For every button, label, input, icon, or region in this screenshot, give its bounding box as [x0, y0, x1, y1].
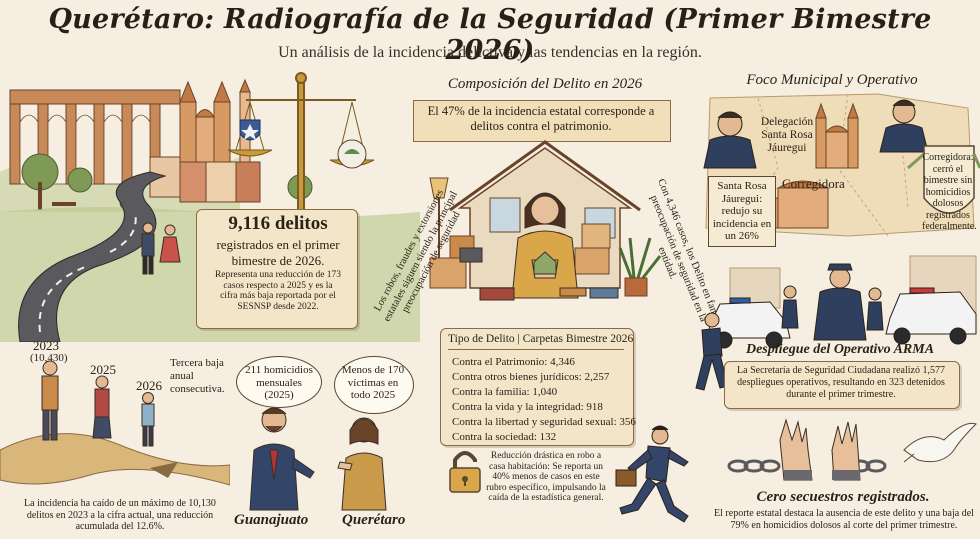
operativo-text: La Secretaría de Seguridad Ciudadana rea… — [737, 365, 945, 400]
crime-table-divider — [448, 349, 624, 350]
municipal-map-illustration — [703, 93, 980, 237]
crime-table-header: Tipo de Delito | Carpetas Bimestre 2026 — [448, 333, 634, 345]
value-2023-label: (10,430) — [30, 352, 68, 364]
table-row: Contra la vida y la integridad: 918 — [452, 401, 603, 413]
municipal-heading: Foco Municipal y Operativo — [746, 72, 918, 88]
patrimony-banner — [413, 100, 671, 142]
queretaro-speech-bubble — [334, 356, 414, 414]
delegacion-label: Delegación Santa Rosa Jáuregui — [760, 116, 814, 154]
secuestros-text: El reporte estatal destaca la ausencia d… — [714, 508, 974, 531]
broken-chains-dove-illustration — [727, 418, 977, 481]
page-subtitle: Un análisis de la incidencia delictiva y… — [278, 44, 702, 61]
table-row: Contra el Patrimonio: 4,346 — [452, 356, 575, 368]
padlock-icon — [449, 451, 481, 493]
trend-note: La incidencia ha caído de un máximo de 1… — [24, 498, 216, 532]
third-drop-label: Tercera baja anual consecutiva. — [170, 357, 225, 395]
table-row: Contra la familia: 1,040 — [452, 386, 558, 398]
robbery-note: Reducción drástica en robo a casa habita… — [486, 451, 606, 504]
page-title: Querétaro: Radiografía de la Seguridad (… — [48, 4, 932, 66]
year-2023-label: 2023 — [33, 338, 59, 353]
total-crimes-number: 9,116 delitos — [228, 213, 328, 234]
secuestros-title: Cero secuestros registrados. — [756, 489, 930, 505]
patrimony-banner-text: El 47% de la incidencia estatal correspo… — [427, 104, 655, 133]
guanajuato-bubble-text: 211 homicidios mensuales (2025) — [245, 364, 313, 401]
table-row: Contra la libertad y seguridad sexual: 3… — [452, 416, 636, 428]
operativo-scroll — [724, 361, 960, 409]
table-row: Contra la sociedad: 132 — [452, 431, 557, 443]
composition-heading: Composición del Delito en 2026 — [447, 76, 643, 92]
total-crimes-scroll — [196, 209, 358, 329]
corregidora-shield-text: Corregidora: cerró el bimestre sin homic… — [922, 152, 977, 232]
total-crimes-note: Representa una reducción de 173 casos re… — [214, 270, 342, 312]
house-woman-illustration — [429, 140, 662, 301]
total-crimes-line2: registrados en el primer — [216, 237, 340, 252]
crime-type-table — [440, 328, 634, 446]
comparison-people-illustration — [249, 407, 387, 511]
corregidora-label: Corregidora — [782, 176, 845, 191]
operativo-title: Despliegue del Operativo ARMA — [745, 342, 935, 357]
running-thief-illustration — [615, 425, 689, 523]
total-crimes-line3: bimestre de 2026. — [231, 253, 325, 268]
queretaro-label: Querétaro — [342, 512, 406, 528]
police-operation-illustration — [695, 255, 977, 391]
year-2025-label: 2025 — [90, 362, 116, 377]
table-row: Contra otros bienes jurídicos: 2,257 — [452, 371, 610, 383]
guanajuato-label: Guanajuato — [234, 512, 309, 528]
year-2026-label: 2026 — [136, 378, 162, 393]
guanajuato-speech-bubble — [236, 356, 322, 408]
queretaro-bubble-text: Menos de 170 víctimas en todo 2025 — [341, 364, 405, 401]
trend-people-illustration — [0, 360, 230, 486]
santa-rosa-box: Santa Rosa Jáuregui: redujo su incidenci… — [708, 176, 776, 247]
